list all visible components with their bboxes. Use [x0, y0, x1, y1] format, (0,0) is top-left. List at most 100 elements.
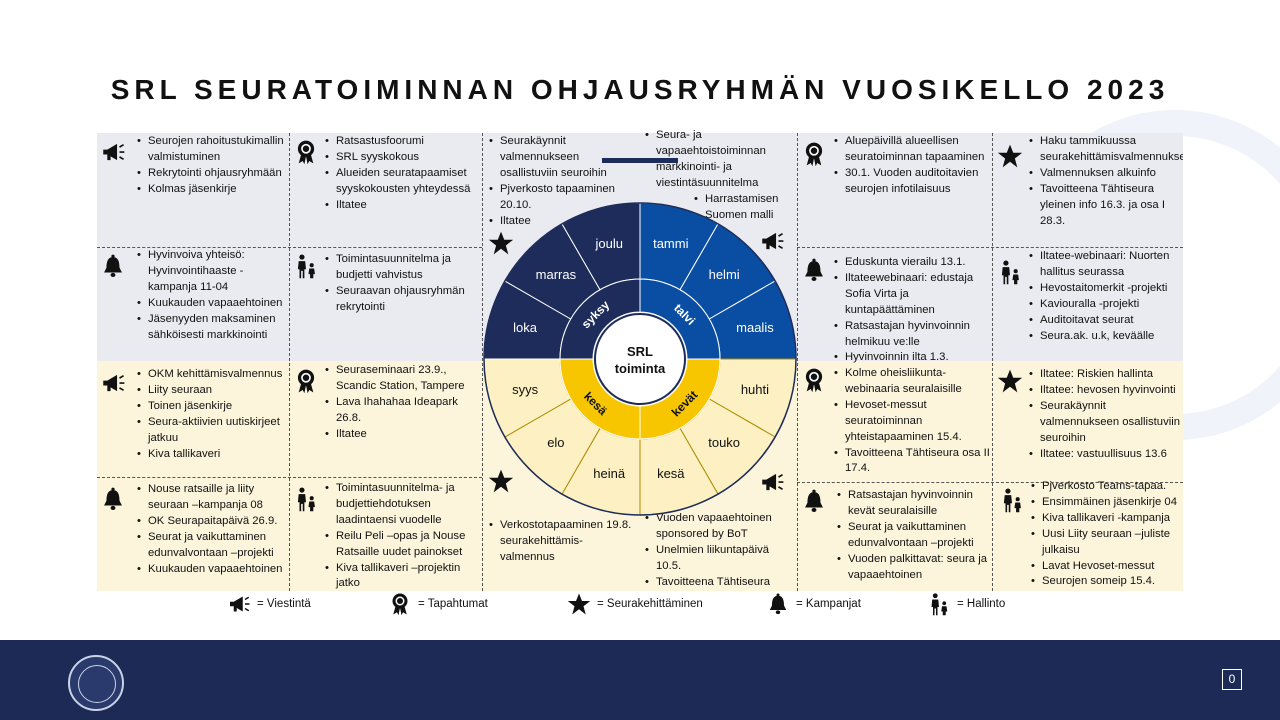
- cell-autumn-development: Seurakäynnit valmennukseen osallistuviin…: [487, 134, 637, 230]
- month-label: syys: [512, 382, 539, 397]
- list-item: Tavoitteena Tähtiseura: [643, 575, 793, 591]
- people-icon: [999, 487, 1025, 513]
- page-number: 0: [1222, 669, 1242, 690]
- legend-item-campaigns: = Kampanjat: [766, 592, 861, 616]
- megaphone-icon: [227, 592, 251, 616]
- cell-summer-administration: Toimintasuunnitelma- ja budjettiehdotuks…: [323, 481, 481, 591]
- list-item: Ratsastajan hyvinvoinnin helmikuu ve:lle: [832, 319, 990, 351]
- cell-autumn-administration: Toimintasuunnitelma ja budjetti vahvistu…: [323, 252, 481, 360]
- list-item: Kaviouralla -projekti: [1027, 297, 1183, 313]
- list-item: Lava Ihahahaa Ideapark 26.8.: [323, 395, 481, 427]
- list-item: Unelmien liikuntapäivä 10.5.: [643, 543, 793, 575]
- list-item: Uusi Liity seuraan –juliste julkaisu: [1029, 527, 1183, 559]
- list-item: Hevostaitomerkit -projekti: [1027, 281, 1183, 297]
- list-item: SRL syyskokous: [323, 150, 481, 166]
- list-item: Jäsenyyden maksaminen sähköisesti markki…: [135, 312, 288, 344]
- grid-divider: [797, 482, 1183, 483]
- list-item: Iltatee: [323, 198, 481, 214]
- cell-spring-administration: Pjverkosto Teams-tapaa.Ensimmäinen jäsen…: [1029, 479, 1183, 607]
- grid-divider: [97, 247, 482, 248]
- list-item: Kolme oheisliikunta-webinaaria seuralais…: [832, 366, 990, 398]
- wheel-center: [594, 313, 686, 405]
- list-item: Kiva tallikaveri –projektin jatko: [323, 561, 481, 591]
- month-label: touko: [708, 435, 740, 450]
- bell-icon: [100, 486, 126, 512]
- grid-divider: [992, 133, 993, 591]
- cell-autumn-campaigns: Hyvinvoiva yhteisö: Hyvinvointihaaste -k…: [135, 248, 288, 360]
- legend-label: = Hallinto: [957, 598, 1006, 610]
- grid-divider: [797, 133, 798, 591]
- cell-winter-communication-2: Harrastamisen Suomen malli: [692, 192, 794, 224]
- list-item: Nouse ratsaille ja liity seuraan –kampan…: [135, 482, 288, 514]
- list-item: Liity seuraan: [135, 383, 288, 399]
- month-label: elo: [547, 435, 564, 450]
- legend-item-events: = Tapahtumat: [388, 592, 488, 616]
- list-item: Toinen jäsenkirje: [135, 399, 288, 415]
- megaphone-icon: [100, 139, 126, 165]
- cell-summer-communication: OKM kehittämisvalmennusLiity seuraanToin…: [135, 367, 288, 477]
- list-item: Iltatee-webinaari: Nuorten hallitus seur…: [1027, 249, 1183, 281]
- grid-divider: [97, 477, 482, 478]
- list-item: Iltateewebinaari: edustaja Sofia Virta j…: [832, 271, 990, 319]
- star-icon: [997, 368, 1023, 394]
- list-item: Hyvinvoiva yhteisö: Hyvinvointihaaste -k…: [135, 248, 288, 296]
- year-wheel-graphic: tammihelmimaalishuhtitoukokesäheinäelosy…: [483, 202, 797, 516]
- people-icon: [293, 253, 319, 279]
- star-icon: [567, 592, 591, 616]
- rosette-icon: [293, 139, 319, 165]
- list-item: Lavat Hevoset-messut: [1029, 559, 1183, 575]
- cell-winter-campaigns: Eduskunta vierailu 13.1.Iltateewebinaari…: [832, 255, 990, 367]
- list-item: Seura-aktiivien uutiskirjeet jatkuu: [135, 415, 288, 447]
- month-label: marras: [536, 267, 577, 282]
- list-item: Seurakäynnit valmennukseen osallistuviin…: [1027, 399, 1183, 447]
- list-item: Kuukauden vapaaehtoinen: [135, 562, 288, 578]
- list-item: Seurat ja vaikuttaminen edunvalvontaan –…: [135, 530, 288, 562]
- month-label: heinä: [593, 466, 626, 481]
- list-item: Ratsastajan hyvinvoinnin kevät seuralais…: [835, 488, 991, 520]
- rosette-icon: [388, 592, 412, 616]
- month-label: huhti: [741, 382, 769, 397]
- list-item: Iltatee: [487, 214, 637, 230]
- list-item: Iltatee: [323, 427, 481, 443]
- cell-spring-campaigns: Ratsastajan hyvinvoinnin kevät seuralais…: [835, 488, 991, 588]
- wheel-outline: [483, 202, 797, 516]
- list-item: Eduskunta vierailu 13.1.: [832, 255, 990, 271]
- footer-bar: [0, 640, 1280, 720]
- list-item: Ensimmäinen jäsenkirje 04: [1029, 495, 1183, 511]
- rosette-icon: [293, 368, 319, 394]
- legend-item-administration: = Hallinto: [927, 592, 1005, 616]
- list-item: OKM kehittämisvalmennus: [135, 367, 288, 383]
- list-item: Pjverkosto Teams-tapaa.: [1029, 479, 1183, 495]
- people-icon: [293, 486, 319, 512]
- list-item: Iltatee: vastuullisuus 13.6: [1027, 447, 1183, 463]
- season-segment: [559, 278, 641, 360]
- bell-icon: [801, 257, 827, 283]
- list-item: Toimintasuunnitelma ja budjetti vahvistu…: [323, 252, 481, 284]
- cell-summer-development: Verkostotapaaminen 19.8. seurakehittämis…: [487, 518, 637, 568]
- list-item: Toimintasuunnitelma- ja budjettiehdotuks…: [323, 481, 481, 529]
- cell-winter-events: Aluepäivillä alueellisen seuratoiminnan …: [832, 134, 990, 246]
- wheel-center-label: toiminta: [615, 361, 666, 376]
- list-item: Vuoden palkittavat: seura ja vapaaehtoin…: [835, 552, 991, 584]
- cell-autumn-events: RatsastusfoorumiSRL syyskokousAlueiden s…: [323, 134, 481, 246]
- grid-divider: [797, 247, 1183, 248]
- list-item: Tavoitteena Tähtiseura osa II 17.4.: [832, 446, 990, 478]
- legend-label: = Kampanjat: [796, 598, 861, 610]
- legend-label: = Seurakehittäminen: [597, 598, 703, 610]
- month-label: tammi: [653, 236, 689, 251]
- bell-icon: [801, 488, 827, 514]
- list-item: Kiva tallikaveri -kampanja: [1029, 511, 1183, 527]
- month-label: helmi: [709, 267, 740, 282]
- list-item: Seuraseminaari 23.9., Scandic Station, T…: [323, 363, 481, 395]
- rosette-icon: [801, 141, 827, 167]
- list-item: Reilu Peli –opas ja Nouse Ratsaille uude…: [323, 529, 481, 561]
- list-item: Seuraavan ohjausryhmän rekrytointi: [323, 284, 481, 316]
- people-icon: [997, 259, 1023, 285]
- cell-winter-administration: Iltatee-webinaari: Nuorten hallitus seur…: [1027, 249, 1183, 361]
- list-item: Kiva tallikaveri: [135, 447, 288, 463]
- list-item: Kolmas jäsenkirje: [135, 182, 285, 198]
- list-item: Aluepäivillä alueellisen seuratoiminnan …: [832, 134, 990, 166]
- bell-icon: [766, 592, 790, 616]
- grid-divider: [289, 133, 290, 591]
- megaphone-icon: [100, 370, 126, 396]
